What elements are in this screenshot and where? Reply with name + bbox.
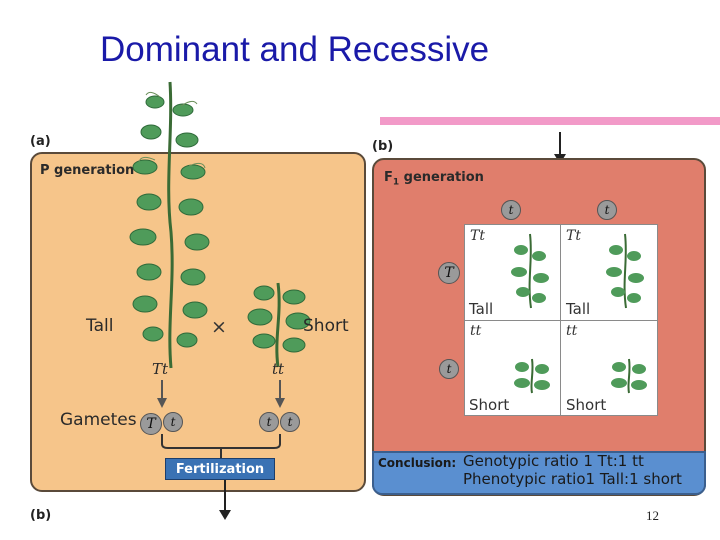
column-allele: t	[597, 200, 617, 220]
tall-pea-plant-image	[606, 233, 644, 309]
gamete-allele: t	[163, 412, 183, 432]
cross-symbol: ×	[211, 316, 227, 338]
cell-phenotype: Tall	[469, 300, 494, 318]
panel-b-label: (b)	[372, 139, 394, 154]
gamete-allele: t	[259, 412, 279, 432]
tall-genotype: Tt	[152, 360, 169, 378]
cell-phenotype: Short	[566, 396, 607, 414]
fertilization-box: Fertilization	[165, 458, 275, 480]
conclusion-label: Conclusion:	[378, 456, 457, 470]
cell-genotype: Tt	[566, 228, 581, 244]
row-allele: t	[439, 359, 459, 379]
short-genotype: tt	[272, 360, 285, 378]
slide-title: Dominant and Recessive	[100, 30, 490, 69]
cell-genotype: tt	[470, 323, 482, 339]
tall-pea-plant-image	[129, 81, 210, 369]
p-generation-header: P generation	[40, 163, 135, 178]
column-allele: t	[501, 200, 521, 220]
short-pea-plant-image	[611, 358, 647, 394]
genotypic-ratio: Genotypic ratio 1 Tt:1 tt	[463, 452, 644, 470]
cell-phenotype: Short	[469, 396, 510, 414]
short-label: Short	[303, 316, 349, 336]
tall-label: Tall	[86, 316, 114, 336]
cell-phenotype: Tall	[566, 300, 591, 318]
gamete-allele: T	[140, 413, 162, 435]
fertilization-bracket	[161, 434, 281, 458]
tall-pea-plant-image	[511, 233, 549, 309]
row-allele: T	[438, 262, 460, 284]
cell-genotype: Tt	[470, 228, 485, 244]
panel-b-bottom-label: (b)	[30, 508, 52, 523]
phenotypic-ratio: Phenotypic ratio1 Tall:1 short	[463, 470, 682, 488]
page-number: 12	[646, 508, 659, 523]
short-pea-plant-image	[247, 282, 311, 368]
conclusion-box	[372, 451, 706, 495]
decorative-bar	[380, 117, 720, 125]
gamete-allele: t	[280, 412, 300, 432]
f1-generation-header: F1 generation	[384, 170, 484, 188]
gametes-label: Gametes	[60, 410, 137, 430]
gamete-arrows	[157, 380, 285, 408]
panel-a-label: (a)	[30, 134, 51, 149]
down-arrow-icon	[219, 480, 231, 520]
short-pea-plant-image	[514, 358, 550, 394]
cell-genotype: tt	[566, 323, 578, 339]
